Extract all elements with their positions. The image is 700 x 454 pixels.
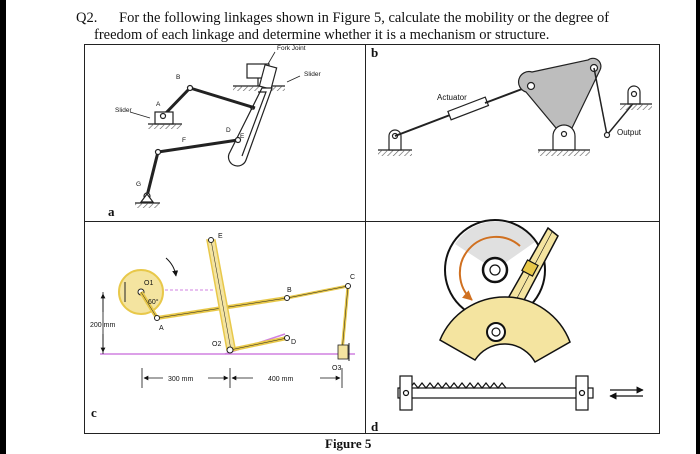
a-label-B: B (176, 74, 180, 81)
a-label-F: F (182, 137, 186, 144)
a-label-G: G (136, 181, 141, 188)
c-dim-400: 400 mm (268, 376, 293, 383)
panel-c-labels: E B C D O1 O2 O3 A 60° 200 mm 300 mm 400… (90, 233, 355, 383)
c-dim-300: 300 mm (168, 376, 193, 383)
figure-caption: Figure 5 (325, 436, 372, 451)
a-label-E: E (240, 133, 245, 140)
a-label-C: C (250, 105, 255, 112)
panel-label-b: b (371, 45, 379, 60)
c-dim-200: 200 mm (90, 322, 115, 329)
panel-divider-vertical (365, 44, 366, 434)
c-label-O2: O2 (212, 341, 221, 348)
panel-c-drawing (100, 237, 355, 388)
c-label-C: C (350, 274, 355, 281)
a-slider-top-label: Slider (304, 71, 321, 78)
question-number: Q2. (76, 10, 98, 26)
panel-label-d: d (371, 419, 379, 434)
a-slider-left-label: Slider (115, 107, 132, 114)
a-label-D: D (226, 127, 231, 134)
panel-label-a: a (108, 204, 115, 219)
b-actuator-label: Actuator (437, 93, 467, 102)
a-fork-joint-label: Fork Joint (277, 45, 306, 52)
panel-d-drawing (397, 219, 644, 411)
c-label-E: E (218, 233, 223, 240)
figure-frame (84, 44, 660, 434)
question-line-1: For the following linkages shown in Figu… (119, 10, 610, 26)
c-label-O1: O1 (144, 280, 153, 287)
c-label-B: B (287, 287, 292, 294)
c-angle-label: 60° (148, 298, 159, 306)
c-label-D: D (291, 339, 296, 346)
c-label-A: A (159, 325, 164, 332)
panel-b-drawing (378, 57, 652, 156)
question-line-2: freedom of each linkage and determine wh… (94, 27, 550, 43)
panel-label-c: c (91, 405, 97, 420)
a-label-A: A (156, 101, 161, 108)
panel-divider-horizontal (84, 221, 660, 222)
b-output-label: Output (617, 128, 642, 137)
panel-a-labels: Fork Joint Slider Slider A B C D E F G (115, 45, 321, 188)
panel-a-drawing (129, 51, 301, 208)
panel-b-labels: Actuator Output (437, 93, 642, 137)
c-label-O3: O3 (332, 365, 341, 372)
